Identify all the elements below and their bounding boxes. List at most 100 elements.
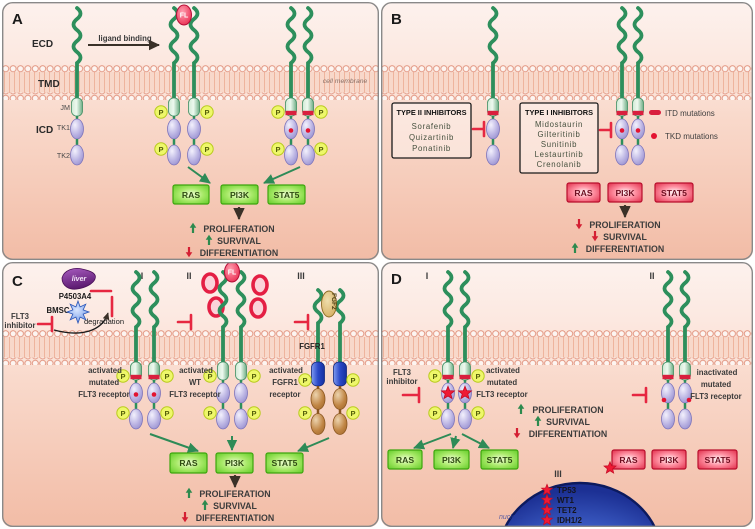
svg-text:WT: WT xyxy=(189,378,201,387)
pi3k-box: PI3K xyxy=(659,455,679,465)
signal-arrow xyxy=(413,433,452,450)
phospho-badge xyxy=(200,142,214,156)
liver-icon xyxy=(61,268,96,290)
itd-mutation-band xyxy=(442,374,454,380)
nucleus-label: nucleus xyxy=(499,514,524,521)
signal-arrow xyxy=(149,433,199,453)
svg-text:FGFR1: FGFR1 xyxy=(272,378,298,387)
effector-boxes-active: RAS PI3K STAT5 xyxy=(169,452,304,474)
drug-name: Sorafenib xyxy=(412,122,452,131)
jm-label: JM xyxy=(60,103,70,112)
inactivated-receptor-label: inactivated mutated FLT3 receptor xyxy=(690,368,741,401)
itd-legend-label: ITD mutations xyxy=(665,109,715,118)
panel-b-tag: B xyxy=(391,11,402,28)
panel-c-tag: C xyxy=(12,273,23,290)
phospho-badge xyxy=(346,373,360,387)
ras-box: RAS xyxy=(619,455,637,465)
tkd-mutation-dot xyxy=(133,392,139,397)
liver-label: liver xyxy=(72,276,88,283)
ras-box: RAS xyxy=(574,188,592,198)
fgf2-label: FGF2 xyxy=(330,293,337,310)
panel-a-border xyxy=(2,2,380,261)
svg-text:FLT3 receptor: FLT3 receptor xyxy=(78,390,129,399)
inhibition-tbar xyxy=(471,120,486,138)
p450-label: P4503A4 xyxy=(59,292,92,301)
resistance-mechanisms: liver P4503A4 BMSC degradation xyxy=(47,268,124,334)
effector-boxes-inactive: RAS PI3K STAT5 xyxy=(611,449,738,470)
gene-label: IDH1/2 xyxy=(557,516,582,525)
ras-box: RAS xyxy=(179,458,197,468)
effector-boxes-inactive: RAS PI3K STAT5 xyxy=(566,182,694,203)
tkd-mutation-dot xyxy=(661,397,667,403)
tkd-mutation-dot xyxy=(619,128,625,133)
nucleus: nucleus TP53 WT1 TET2 IDH1/2 xyxy=(496,481,664,527)
phospho-badge xyxy=(471,369,485,383)
phospho-badge xyxy=(200,105,214,119)
gene-label: WT1 xyxy=(557,496,574,505)
fgf2-ligand xyxy=(321,290,337,318)
svg-text:activated: activated xyxy=(88,366,122,375)
stat5-box: STAT5 xyxy=(661,188,687,198)
svg-text:FLT3 receptor: FLT3 receptor xyxy=(690,392,741,401)
differentiation-label: DIFFERENTIATION xyxy=(586,244,665,254)
fgfr1-membrane-label: FGFR1 xyxy=(299,342,325,351)
tmd-label: TMD xyxy=(38,79,60,90)
flt3-inhibitor-label: FLT3 xyxy=(393,368,412,377)
svg-text:receptor: receptor xyxy=(269,390,300,399)
itd-mutation-band xyxy=(302,110,314,116)
inhibition-tbar xyxy=(36,315,54,333)
section-iii: III xyxy=(554,469,562,479)
ligand-binding-label: ligand binding xyxy=(98,34,152,43)
itd-mutation-band xyxy=(616,110,628,116)
svg-text:activated: activated xyxy=(179,366,213,375)
section-i: I xyxy=(141,271,144,281)
panel-d-border xyxy=(381,262,754,528)
phospho-badge xyxy=(428,406,442,420)
drug-name: Gilteritinib xyxy=(537,130,580,139)
panel-b-border xyxy=(381,2,754,261)
proliferation-label: PROLIFERATION xyxy=(532,405,603,415)
fgfr1-dimer: FGF2 xyxy=(298,288,360,436)
type2-inhibitors-box: TYPE II INHIBITORS Sorafenib Quizartinib… xyxy=(391,102,472,159)
signal-arrow xyxy=(297,437,330,452)
svg-text:mutated: mutated xyxy=(89,378,120,387)
panel-c-border xyxy=(2,262,380,528)
mutant-receptor-label: activated mutated FLT3 receptor xyxy=(476,366,527,399)
tkd-legend-icon xyxy=(651,133,657,139)
effector-boxes-active: RAS PI3K STAT5 xyxy=(172,184,306,205)
svg-text:activated: activated xyxy=(269,366,303,375)
mutant-receptor-label: activated mutated FLT3 receptor xyxy=(78,366,129,399)
phospho-badge xyxy=(314,105,328,119)
survival-label: SURVIVAL xyxy=(217,236,261,246)
drug-name: Crenolanib xyxy=(537,160,582,169)
phospho-badge xyxy=(314,142,328,156)
differentiation-label: DIFFERENTIATION xyxy=(529,429,608,439)
cell-membrane-label: cell membrane xyxy=(323,78,368,85)
degradation-arrow xyxy=(53,312,110,334)
bmsc-label: BMSC xyxy=(47,306,70,315)
gene-label: TP53 xyxy=(557,486,577,495)
signal-arrow xyxy=(263,166,301,184)
outcomes: PROLIFERATION SURVIVAL DIFFERENTIATION xyxy=(184,221,278,259)
itd-mutation-band xyxy=(632,110,644,116)
ecd-label: ECD xyxy=(32,39,53,50)
tk1-label: TK1 xyxy=(57,123,70,132)
tkd-mutation-dot xyxy=(305,128,311,133)
stat5-box: STAT5 xyxy=(705,455,731,465)
icd-label: ICD xyxy=(36,125,53,136)
flt3-inhibitor-label: inhibitor xyxy=(4,321,35,330)
phospho-badge xyxy=(116,406,130,420)
itd-mutation-band xyxy=(130,374,142,380)
panel-c: C I II III liver P4503A4 BMSC degradatio… xyxy=(2,262,379,527)
inhibition-tbar xyxy=(293,313,310,331)
itd-mutation-band xyxy=(459,374,471,380)
pi3k-box: PI3K xyxy=(225,458,245,468)
survival-label: SURVIVAL xyxy=(213,501,257,511)
differentiation-label: DIFFERENTIATION xyxy=(196,513,275,523)
pi3k-box: PI3K xyxy=(615,188,635,198)
inhibition-tbar xyxy=(176,313,193,331)
drug-name: Sunitinib xyxy=(541,140,577,149)
svg-text:FLT3 receptor: FLT3 receptor xyxy=(169,390,220,399)
flt3-inhibitor-label: FLT3 xyxy=(11,312,30,321)
